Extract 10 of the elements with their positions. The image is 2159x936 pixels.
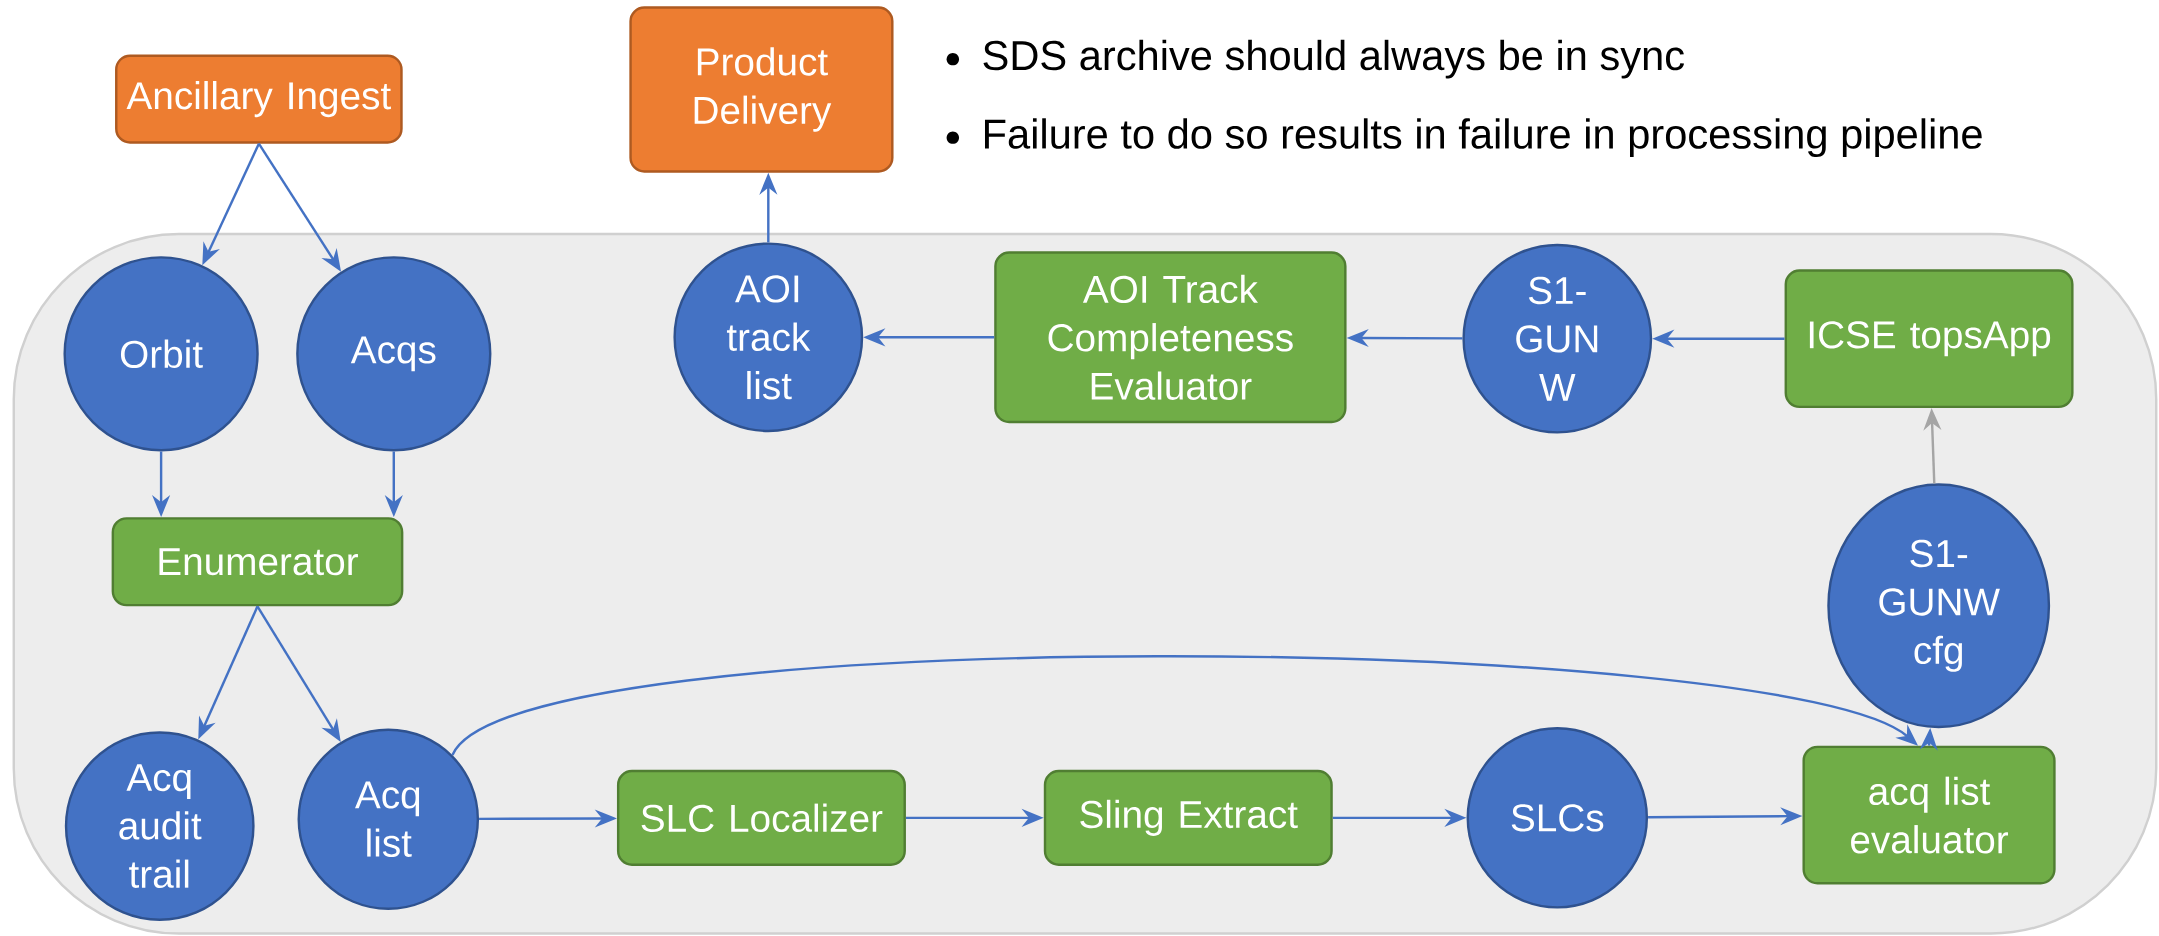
process-box: AOI Track Completeness Evaluator xyxy=(994,251,1347,424)
process-box: acq list evaluator xyxy=(1802,745,2056,885)
process-box: Enumerator xyxy=(111,517,404,607)
process-box: Sling Extract xyxy=(1043,769,1333,866)
bullet-text: SDS archive should always be in sync xyxy=(983,39,1684,79)
process-box: SLC Localizer xyxy=(616,769,906,866)
bullet-text: Failure to do so results in failure in processing pipeline xyxy=(985,118,1982,157)
process-box: Product Delivery xyxy=(629,6,894,173)
process-box: Ancillary Ingest xyxy=(115,54,403,144)
process-box: ICSE topsApp xyxy=(1784,269,2074,408)
